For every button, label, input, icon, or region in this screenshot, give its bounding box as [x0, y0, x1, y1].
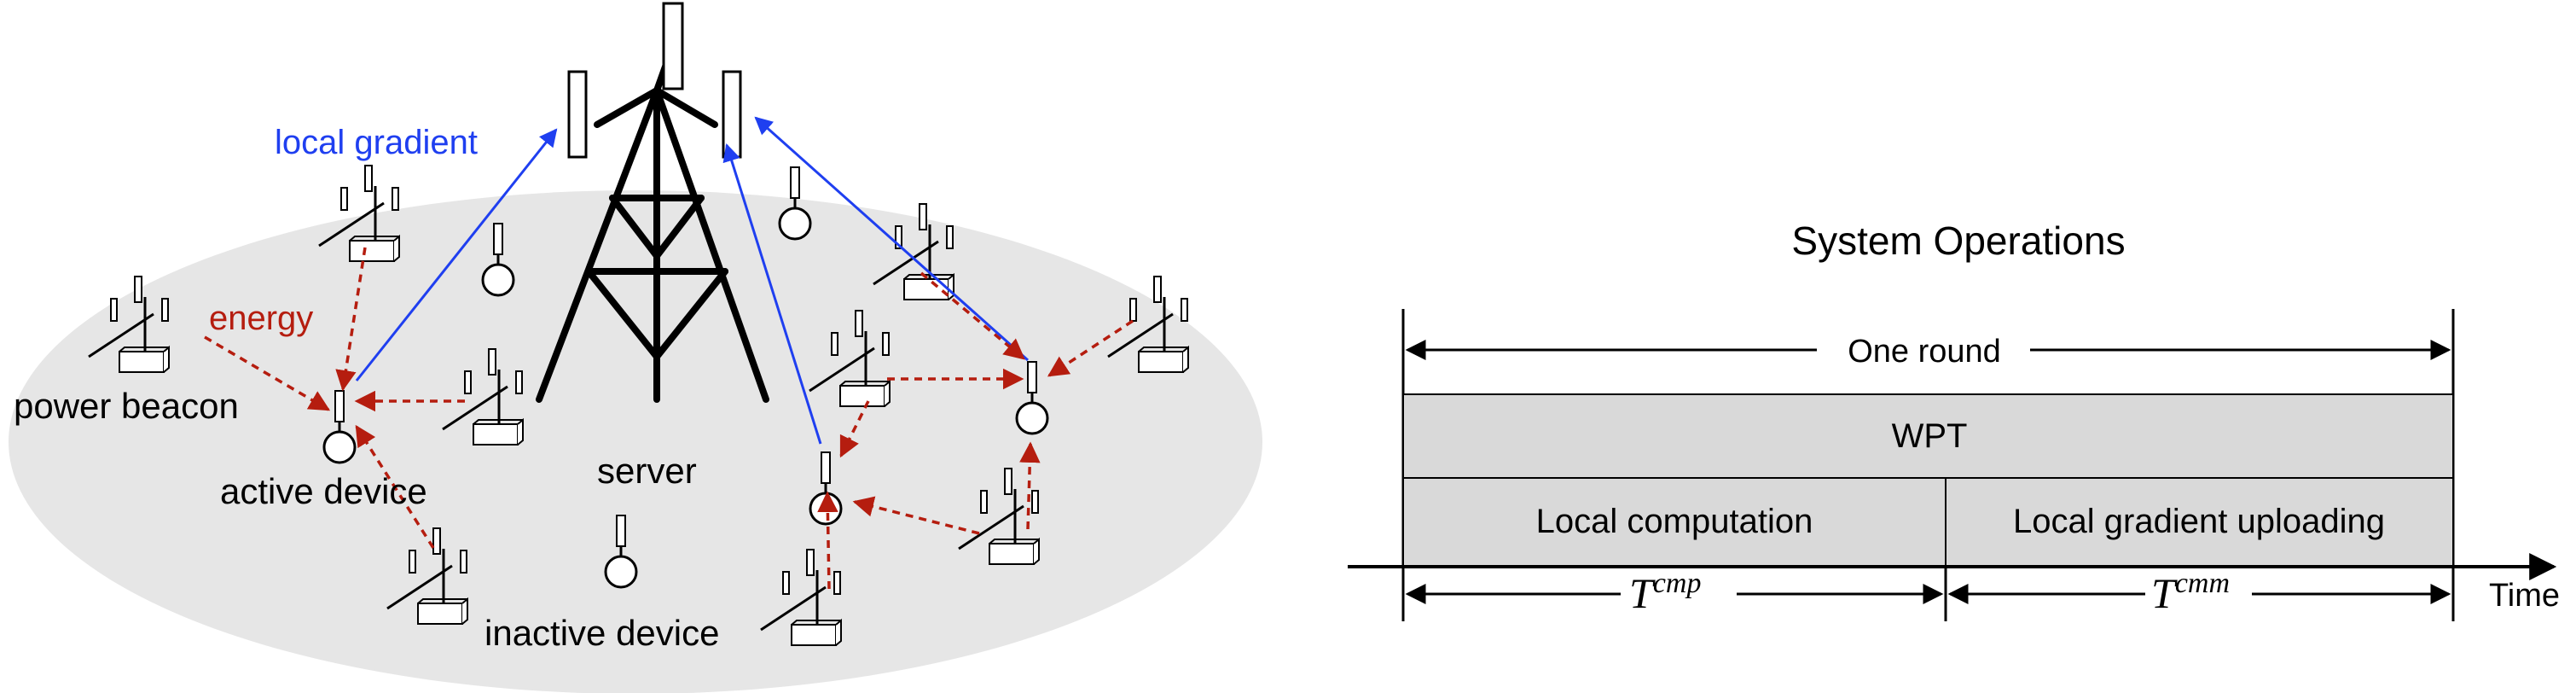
t-cmm-label: Tcmm	[2151, 568, 2230, 617]
t-cmp-label: Tcmp	[1629, 568, 1701, 617]
power-beacon-label: power beacon	[14, 386, 239, 426]
active-device-label: active device	[220, 471, 427, 511]
server-label: server	[597, 451, 697, 491]
local-gradient-arrows	[355, 116, 1029, 445]
energy-arrows	[204, 247, 1134, 590]
local-uploading-label: Local gradient uploading	[2013, 503, 2385, 540]
local-uploading-block	[1945, 477, 2454, 568]
one-round-label: One round	[1848, 334, 2001, 370]
tower-antenna-right	[722, 70, 742, 159]
wpt-block	[1402, 393, 2454, 479]
coverage-area-ellipse	[9, 190, 1262, 693]
tower-antenna-left	[567, 70, 588, 159]
inactive-device-label: inactive device	[484, 613, 719, 653]
network-diagram: local gradient energy power beacon activ…	[9, 2, 1262, 693]
server-tower-icon	[536, 39, 769, 403]
wpt-label: WPT	[1892, 417, 1968, 455]
time-label: Time	[2489, 578, 2560, 614]
local-computation-block	[1402, 477, 1947, 568]
local-gradient-label: local gradient	[275, 124, 478, 161]
local-computation-label: Local computation	[1536, 503, 1813, 540]
tower-antenna-top	[662, 2, 684, 90]
timeline-diagram: System Operations One round WPT Local co…	[1348, 218, 2560, 621]
energy-label: energy	[209, 300, 313, 337]
system-operations-title: System Operations	[1791, 218, 2125, 263]
